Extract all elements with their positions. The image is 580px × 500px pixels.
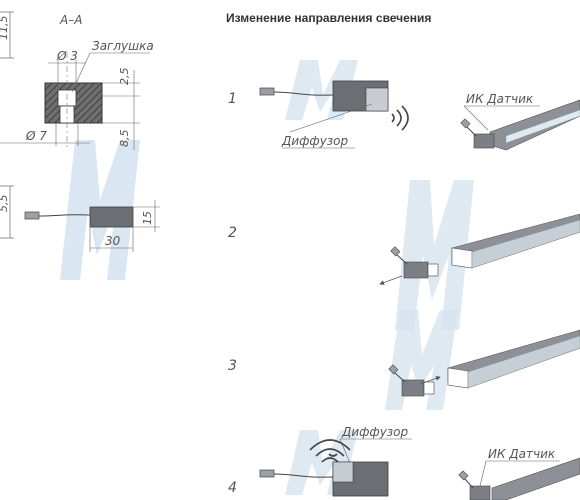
dim-side-partial: 5,5 [0,195,10,213]
diffuser-label-1: Диффузор [281,134,349,148]
page-title: Изменение направления свечения [226,11,431,25]
connector-side-view [24,206,134,228]
step-1: 1 Диффузор ИК Датчик [228,80,580,151]
step-number-1: 1 [228,91,237,107]
step-2: 2 [228,213,580,285]
step-number-3: 3 [228,358,237,374]
direction-arrow-right [419,376,441,385]
signal-waves-icon-4 [309,439,351,463]
dim-30: 30 [105,234,121,248]
section-label: А–А [59,13,82,27]
step-number-4: 4 [228,480,237,496]
plug-label: Заглушка [92,39,154,53]
dim-top-partial: 11,5 [0,16,10,41]
direction-arrow-left [379,275,403,285]
watermark-center-2 [395,180,474,330]
step-4: 4 Диффузор ИК Датчик [228,425,580,500]
dim-2-5: 2,5 [118,68,131,86]
dim-d7: Ø 7 [25,129,47,143]
step-3: 3 [228,329,580,397]
dim-15: 15 [141,211,154,225]
dim-8-5: 8,5 [118,130,131,148]
signal-waves-icon [391,105,409,131]
diffuser-label-4: Диффузор [341,425,409,439]
sensor-label-1: ИК Датчик [466,92,534,106]
section-view [44,82,103,124]
step-number-2: 2 [228,225,237,241]
dim-d3: Ø 3 [56,49,78,63]
sensor-label-4: ИК Датчик [488,447,556,461]
